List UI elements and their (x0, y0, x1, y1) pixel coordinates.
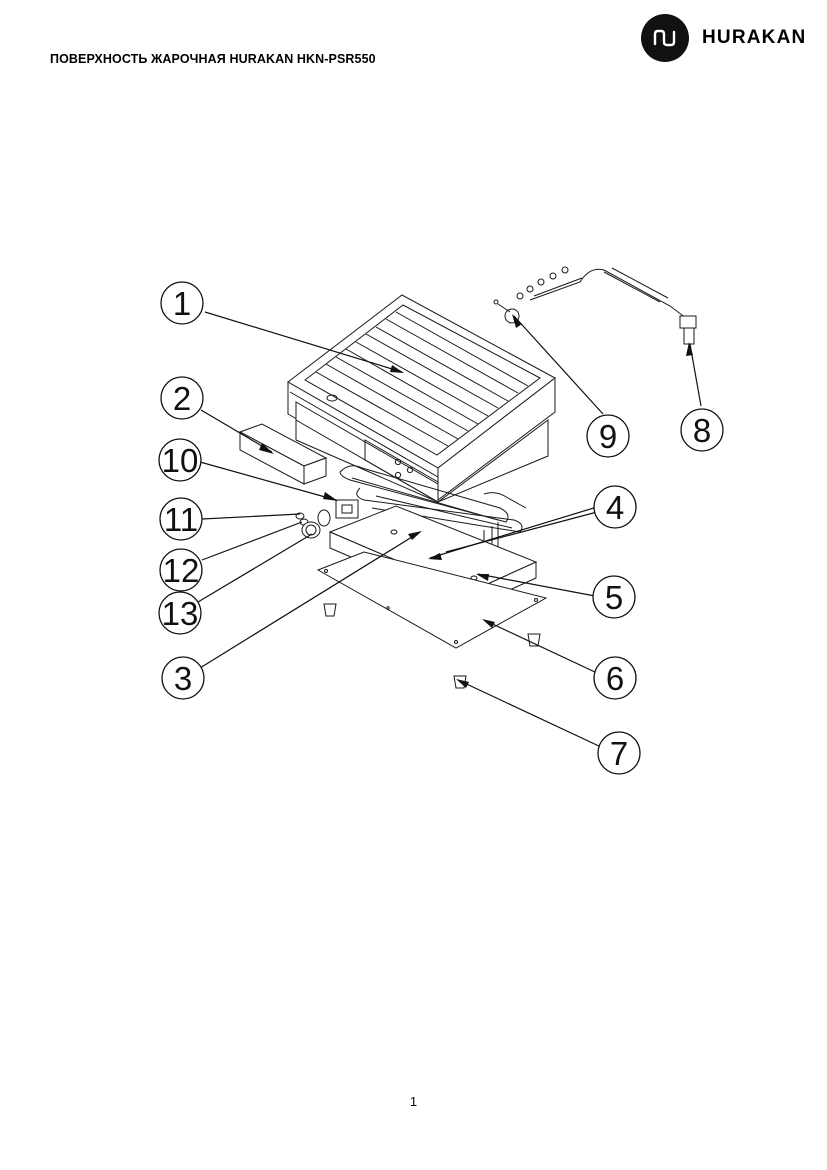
leader-lines (197, 311, 702, 748)
page-number: 1 (409, 1094, 418, 1109)
callout-9: 9 (586, 414, 630, 458)
callout-6: 6 (593, 656, 637, 700)
callout-3: 3 (161, 656, 205, 700)
griddle-body (287, 294, 556, 503)
callout-12: 12 (159, 548, 203, 592)
callout-5: 5 (592, 575, 636, 619)
callout-label: 13 (162, 595, 199, 632)
callout-label: 10 (162, 442, 199, 479)
callout-2: 2 (160, 376, 204, 420)
callout-11: 11 (159, 497, 203, 541)
brand-name: HURAKAN (702, 27, 807, 48)
callout-label: 2 (173, 380, 191, 417)
callout-label: 9 (599, 418, 617, 455)
callout-label: 3 (174, 660, 192, 697)
callout-label: 6 (606, 660, 624, 697)
callout-1: 1 (160, 281, 204, 325)
callout-label: 11 (164, 501, 198, 538)
callout-8: 8 (680, 408, 724, 452)
controls-parts (295, 499, 359, 539)
callout-label: 12 (163, 552, 200, 589)
callout-10: 10 (158, 438, 202, 482)
document-title: ПОВЕРХНОСТЬ ЖАРОЧНАЯ HURAKAN HKN-PSR550 (50, 52, 376, 66)
hurakan-logo-icon (641, 14, 689, 62)
callout-label: 7 (610, 735, 628, 772)
callout-4: 4 (593, 485, 637, 529)
callout-label: 8 (693, 412, 711, 449)
callout-7: 7 (597, 731, 641, 775)
brand-logo: HURAKAN (641, 14, 806, 62)
callout-label: 5 (605, 579, 623, 616)
callout-label: 1 (173, 285, 191, 322)
callout-13: 13 (158, 591, 202, 635)
callout-label: 4 (606, 489, 624, 526)
thermostat-assembly (493, 266, 697, 345)
grease-drawer (238, 423, 328, 485)
